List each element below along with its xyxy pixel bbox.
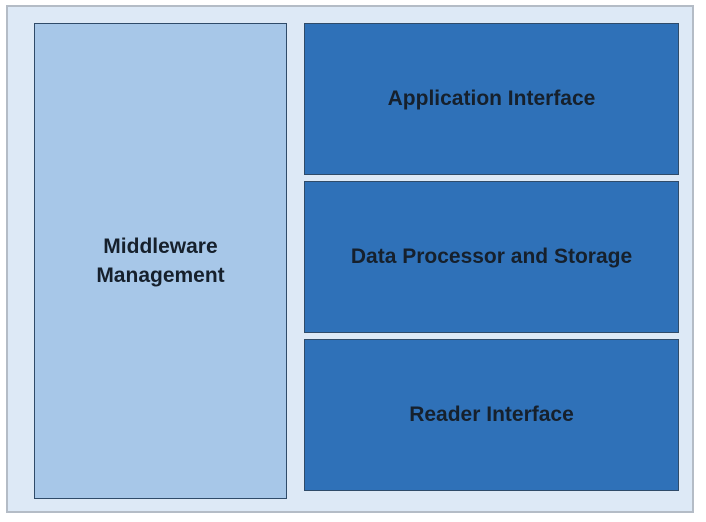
middleware-management-block: Middleware Management: [34, 23, 287, 499]
middleware-label-line2: Management: [96, 264, 225, 287]
data-processor-storage-label: Data Processor and Storage: [350, 245, 633, 269]
reader-interface-label: Reader Interface: [409, 403, 574, 427]
reader-interface-block: Reader Interface: [304, 339, 679, 491]
middleware-label-line1: Middleware: [103, 234, 218, 258]
middleware-management-label: Middleware Management: [96, 232, 224, 291]
application-interface-block: Application Interface: [304, 23, 679, 175]
data-processor-storage-block: Data Processor and Storage: [304, 181, 679, 333]
diagram-frame: Middleware Management Application Interf…: [6, 5, 694, 513]
application-interface-label: Application Interface: [387, 87, 596, 111]
